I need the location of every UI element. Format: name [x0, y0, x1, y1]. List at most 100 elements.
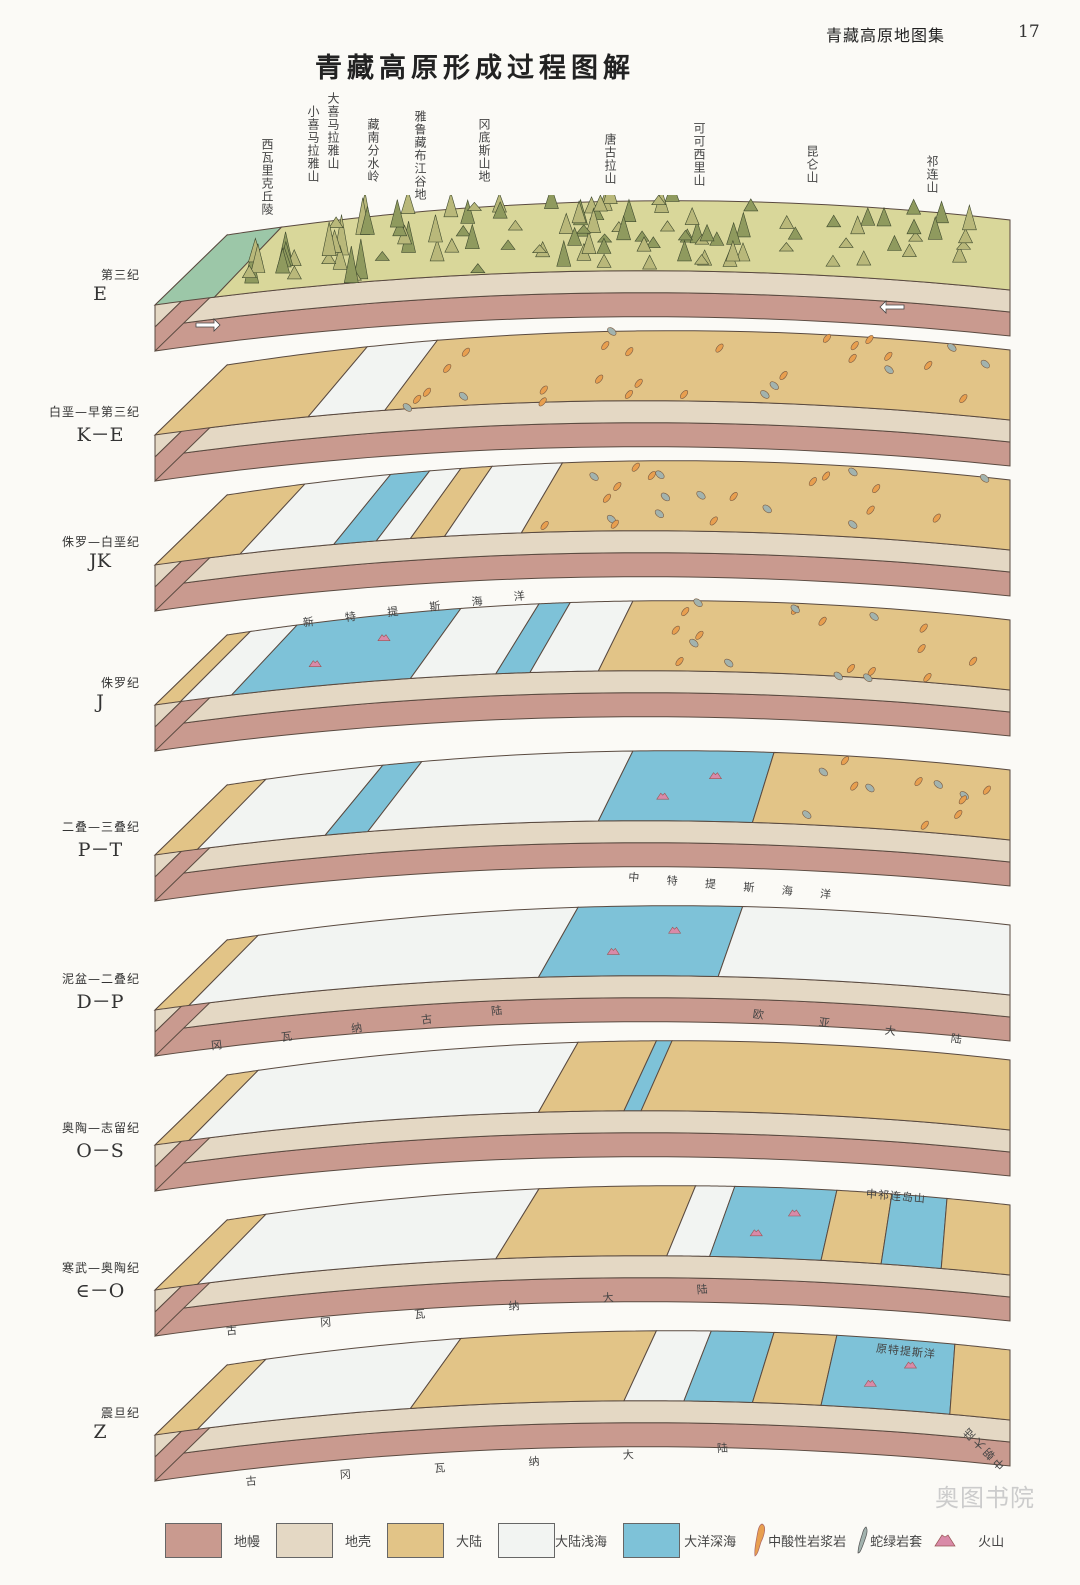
mountain-mark [602, 195, 618, 204]
magma-mark [850, 781, 859, 791]
mountain-mark [286, 265, 302, 280]
period-code: ∈－O [75, 1280, 125, 1302]
mountain-mark [556, 239, 572, 267]
mantle-swatch [165, 1522, 222, 1558]
slab-6 [153, 1040, 1011, 1193]
mountain-mark [571, 200, 587, 224]
mountain-mark [958, 228, 974, 244]
mountain-mark [934, 200, 949, 224]
mountain-mark [699, 223, 715, 242]
mountain-mark [616, 214, 631, 241]
magma-mark [601, 341, 610, 351]
magma-mark [884, 351, 893, 361]
ophiolite-mark [724, 658, 734, 668]
mountain-mark [621, 198, 637, 223]
mountain-mark [328, 216, 344, 229]
ophiolite-mark [863, 673, 873, 683]
volcano-mark [606, 947, 620, 955]
period-name: 侏罗—白垩纪 [61, 535, 140, 549]
slab-2 [153, 460, 1011, 613]
mountain-mark [952, 245, 967, 263]
mountain-mark [576, 224, 592, 234]
ophiolite-mark [458, 392, 469, 401]
period-name: 侏罗纪 [100, 676, 140, 690]
period-name: 二叠—三叠纪 [61, 820, 140, 834]
magma-mark [846, 663, 855, 673]
ophiolite-mark [589, 472, 599, 481]
mountain-mark [360, 206, 375, 235]
mountain-label: 昆仑山 [805, 145, 819, 184]
mountain-mark [507, 219, 523, 231]
period-name: 泥盆—二叠纪 [61, 972, 140, 986]
mountain-mark [886, 234, 902, 251]
watermark: 奥图书院 [935, 1484, 1035, 1512]
ophiolite-mark [884, 365, 894, 374]
period-code: Z [93, 1421, 107, 1443]
magma-mark [443, 363, 452, 373]
volcano-mark [668, 926, 682, 934]
mountain-mark [778, 242, 795, 252]
legend-label: 火山 [978, 1534, 1005, 1550]
magma-mark [413, 394, 422, 404]
legend-label: 中酸性岩浆岩 [768, 1534, 847, 1550]
legend-label: 大洋深海 [684, 1534, 737, 1550]
magma-mark [932, 513, 941, 523]
magma-mark [595, 374, 604, 384]
volcano-mark [708, 772, 723, 779]
ophiolite-mark [769, 381, 779, 390]
mountain-mark [592, 195, 608, 212]
mountain-mark [743, 198, 759, 212]
mountain-mark [860, 207, 876, 226]
zone-continent [949, 1343, 1011, 1421]
mountain-mark [779, 215, 795, 229]
mountain-mark [725, 239, 741, 262]
mountain-mark [455, 225, 471, 237]
shallow-sea-swatch [498, 1522, 556, 1558]
mountain-mark [735, 242, 751, 262]
legend: 地幔 地壳 大陆 大陆浅海 大洋深海 中酸性岩浆岩 蛇绿岩套 火山 [165, 1522, 1020, 1558]
period-code: O－S [76, 1140, 124, 1162]
magma-mark [866, 505, 875, 515]
ophiolite-mark [980, 359, 990, 369]
mountain-mark [596, 237, 612, 254]
mountain-mark [332, 244, 348, 270]
mountain-mark [470, 263, 486, 274]
mountain-mark [343, 246, 359, 284]
magma-mark [920, 820, 929, 830]
mountain-mark [876, 206, 892, 227]
mountain-mark [850, 215, 866, 235]
mountain-label: 唐古拉山 [603, 133, 617, 185]
mountain-mark [906, 198, 922, 215]
magma-mark [914, 777, 923, 787]
mountain-mark [321, 221, 337, 256]
magma-mark [422, 387, 432, 397]
slab-0 [153, 195, 1011, 353]
mountain-mark [901, 243, 917, 257]
magma-mark [779, 371, 788, 380]
mountain-mark [856, 250, 872, 266]
legend-label: 大陆 [456, 1534, 483, 1550]
mountain-mark [543, 195, 559, 209]
volcano-mark [656, 792, 670, 800]
legend-label: 蛇绿岩套 [870, 1534, 923, 1550]
mountain-mark [443, 195, 459, 218]
mountain-mark [428, 214, 443, 243]
period-name: 震旦纪 [100, 1406, 140, 1420]
magma-mark [539, 385, 548, 395]
magma-mark [631, 462, 640, 472]
mountain-mark [787, 226, 803, 240]
mountain-mark [392, 219, 408, 237]
magma-mark [865, 335, 874, 344]
volcano-mark [863, 1379, 877, 1387]
ophiolite-mark [696, 491, 706, 500]
volcano-mark [903, 1361, 918, 1369]
mountain-mark [429, 238, 445, 262]
mountain-mark [492, 201, 508, 219]
magma-mark [840, 756, 850, 766]
slab-3 [153, 598, 1011, 753]
mountain-mark [466, 201, 483, 211]
mountain-mark [677, 239, 692, 262]
mountain-mark [826, 214, 842, 228]
mountain-mark [642, 254, 658, 270]
